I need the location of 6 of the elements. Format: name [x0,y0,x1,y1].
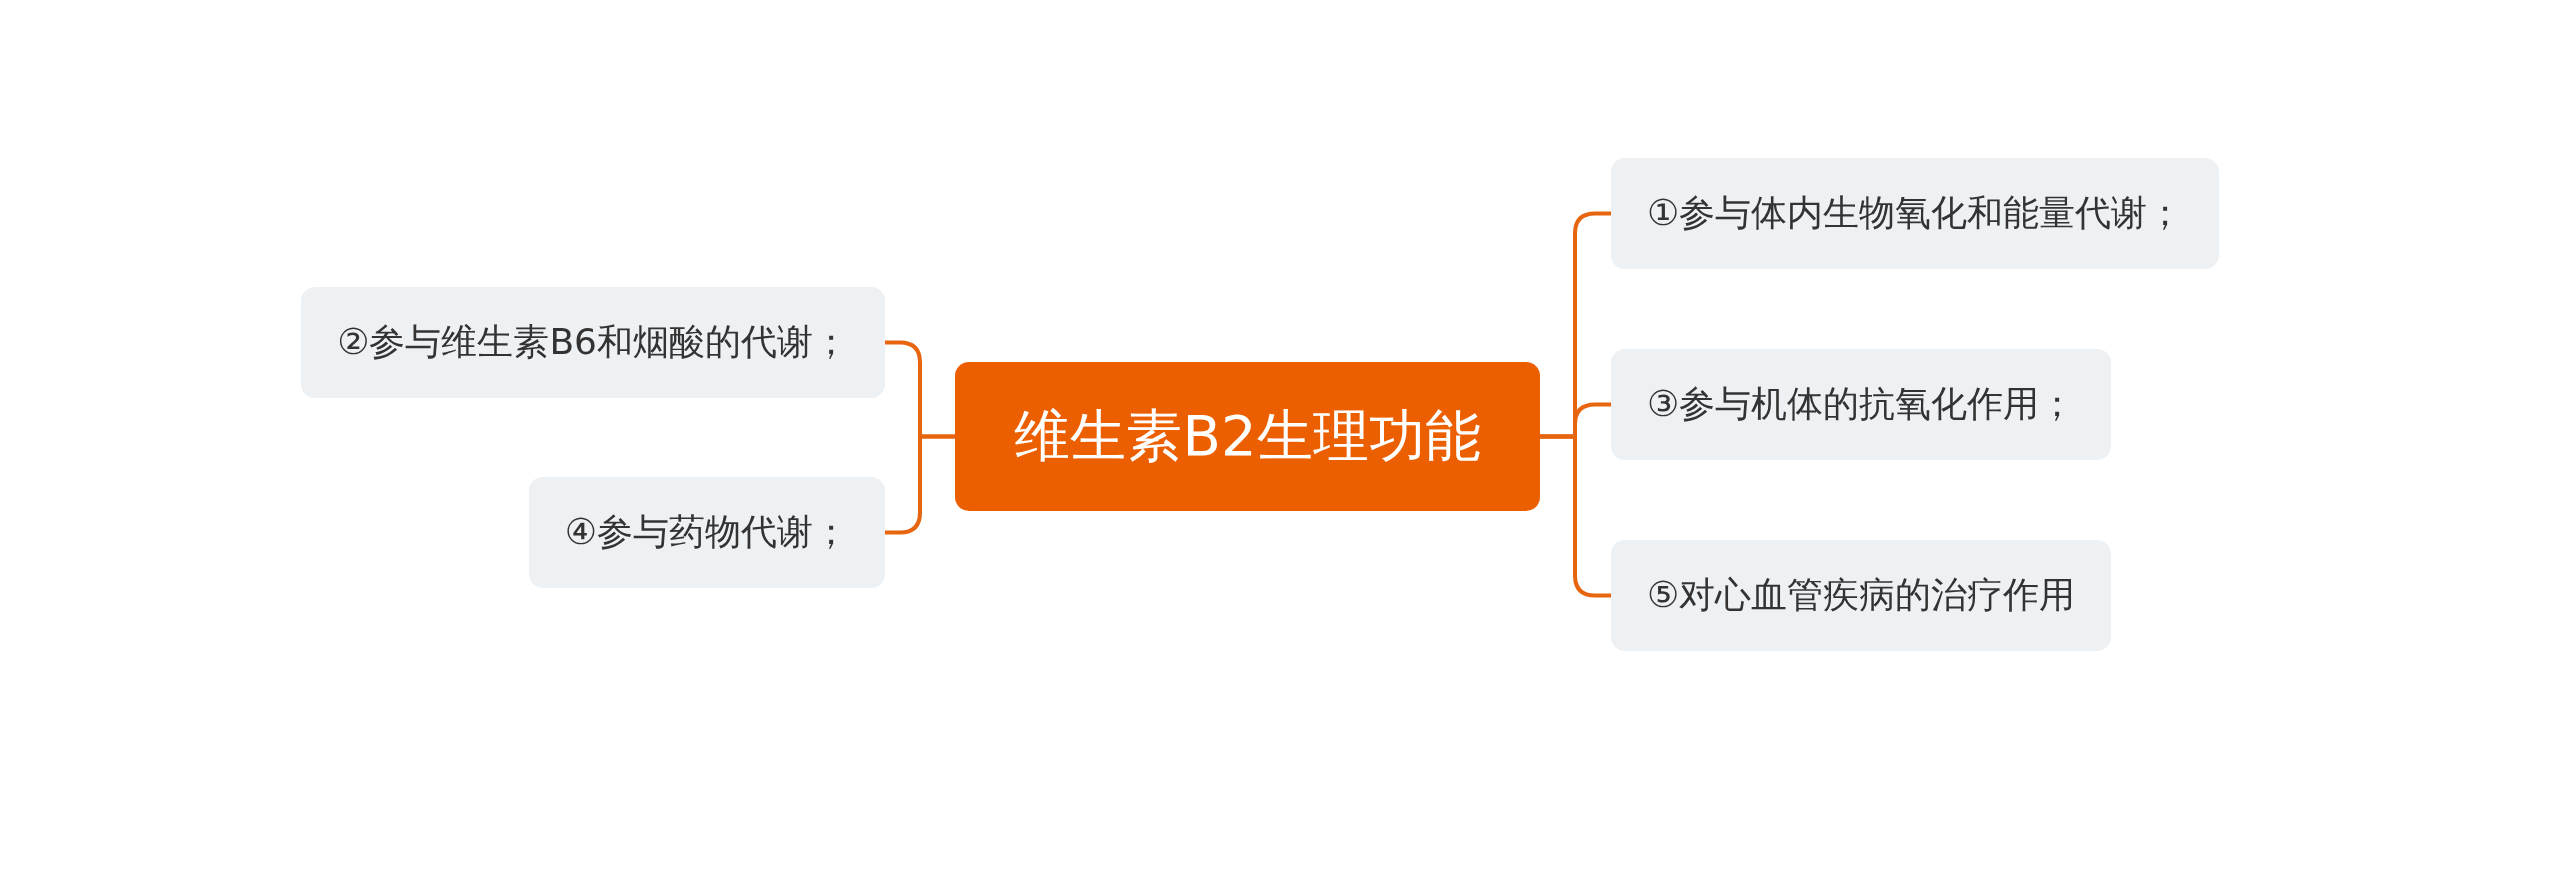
topic-box: ③参与机体的抗氧化作用； [1611,349,2112,460]
topic-box: ④参与药物代谢； [528,477,885,588]
topic-box: ⑤对心血管疾病的治疗作用 [1611,540,2112,651]
topic-box: ①参与体内生物氧化和能量代谢； [1611,158,2220,269]
central-topic-box: 维生素B2生理功能 [955,362,1540,511]
topic-box: ②参与维生素B6和烟酸的代谢； [301,287,885,398]
